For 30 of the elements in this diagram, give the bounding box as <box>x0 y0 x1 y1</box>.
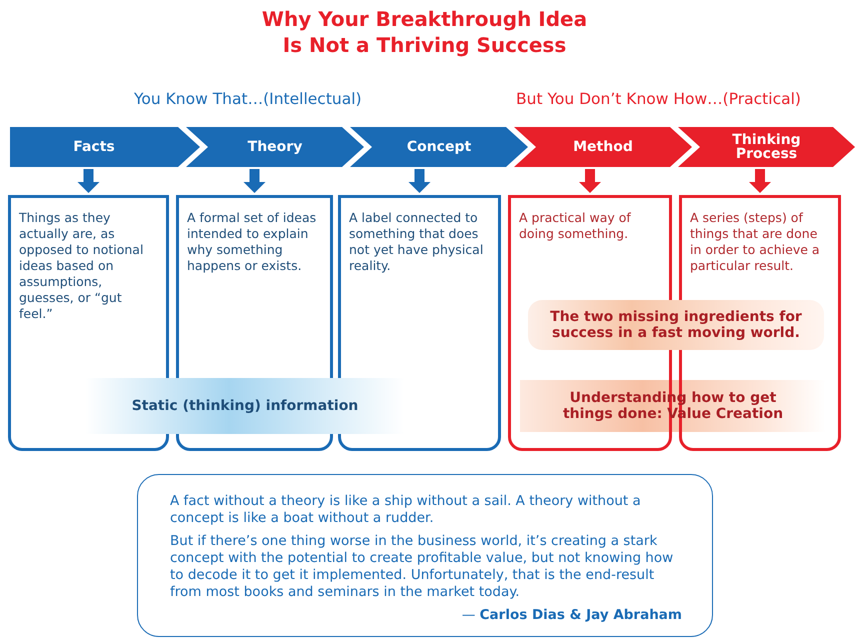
chevron-step <box>350 127 528 167</box>
definition-text: A practical way of doing something. <box>519 210 632 242</box>
banner-text: The two missing ingredients for success in a fast moving world. <box>549 309 803 341</box>
quote-box <box>137 474 713 637</box>
step-label: Concept <box>406 140 472 154</box>
chevron-step <box>514 127 692 167</box>
step-label: Facts <box>73 140 115 154</box>
title: Why Your Breakthrough Idea Is Not a Thriving Success <box>260 6 588 58</box>
down-arrow <box>408 169 430 193</box>
banner-text: Static (thinking) information <box>132 398 358 414</box>
step-label: Thinking Process <box>731 133 802 161</box>
step-label: Theory <box>248 140 302 154</box>
definition-text: A series (steps) of things that are done in order to achieve a particular result. <box>690 210 821 274</box>
chevron-step <box>10 127 200 167</box>
down-arrow <box>244 169 266 193</box>
highlight-banner <box>528 300 824 350</box>
quote-paragraph: But if there’s one thing worse in the business world, it’s creating a stark concept with the potential to create profitable value, but not knowing how to decode it to get it implemented. Unfortunately, that is the end-result from most books and seminars in the market today. <box>170 533 674 601</box>
down-arrow <box>579 169 601 193</box>
definition-text: A formal set of ideas intended to explain why something happens or exists. <box>187 210 318 274</box>
down-arrow <box>78 169 100 193</box>
chevron-step <box>678 127 855 167</box>
section-heading: You Know That…(Intellectual) <box>134 90 362 108</box>
quote-attribution: — Carlos Dias & Jay Abraham <box>460 607 682 624</box>
quote-paragraph: A fact without a theory is like a ship without a sail. A theory without a concept is like a boat without a rudder. <box>170 493 642 527</box>
step-label: Method <box>573 140 633 154</box>
definition-text: A label connected to something that does not yet have physical reality. <box>349 210 484 274</box>
definition-text: Things as they actually are, as opposed to notional ideas based on assumptions, guesses, or “gut feel.” <box>19 210 144 322</box>
chevron-step <box>186 127 364 167</box>
section-heading: But You Don’t Know How…(Practical) <box>516 90 801 108</box>
down-arrow <box>749 169 771 193</box>
